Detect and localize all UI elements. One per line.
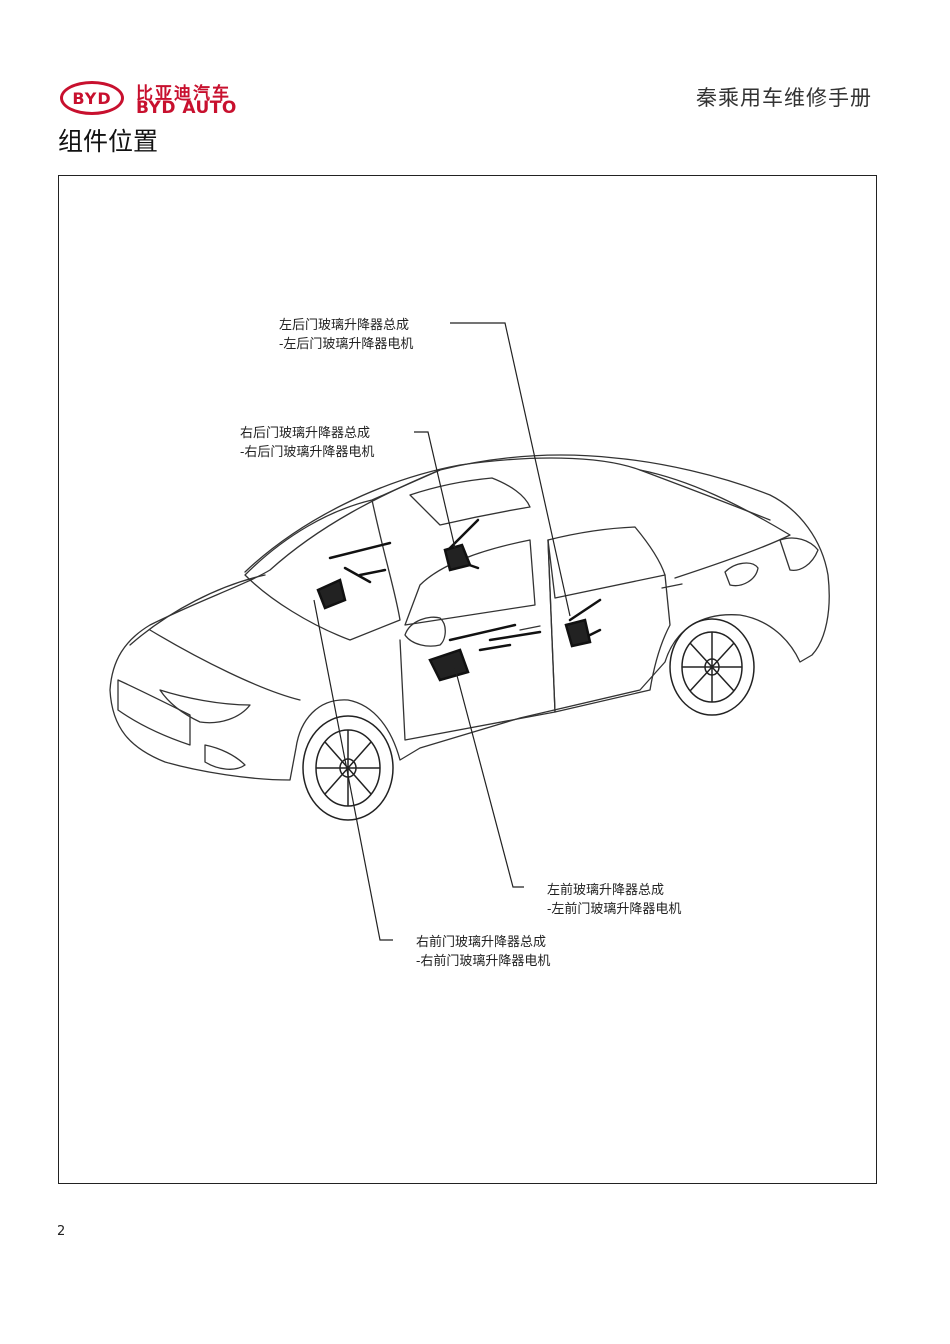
- car-rear-window: [547, 526, 666, 599]
- regulator-left-rear-icon: [564, 598, 602, 648]
- logo-brand-cn: 比亚迪汽车: [136, 84, 231, 104]
- callout-left-rear-sub: -左后门玻璃升降器电机: [279, 337, 414, 352]
- regulator-left-front-icon: [428, 623, 542, 682]
- car-fog-light: [204, 744, 246, 770]
- car-taillight: [779, 537, 819, 571]
- callout-left-front-name: 左前玻璃升降器总成: [547, 883, 665, 898]
- callout-left-front-sub: -左前门玻璃升降器电机: [547, 902, 682, 917]
- car-hood-line: [129, 574, 301, 701]
- car-rear-wheel: [669, 618, 755, 716]
- logo-oval-icon: BYD: [60, 81, 124, 115]
- car-fuel-door: [724, 562, 759, 587]
- car-roof-line: [244, 457, 771, 573]
- callout-right-rear-name: 右后门玻璃升降器总成: [240, 426, 371, 441]
- car-headlight: [159, 689, 251, 724]
- callout-right-rear: 右后门玻璃升降器总成 -右后门玻璃升降器电机: [240, 424, 374, 462]
- section-title: 组件位置: [58, 127, 159, 156]
- logo-mark: BYD: [72, 88, 112, 108]
- regulator-right-rear-icon: [443, 518, 480, 572]
- manual-title: 秦乘用车维修手册: [696, 86, 872, 110]
- car-front-window: [404, 539, 536, 626]
- logo-brand-en: BYD AUTO: [136, 98, 237, 118]
- regulator-right-front-icon: [316, 541, 392, 610]
- callout-right-front-name: 右前门玻璃升降器总成: [416, 935, 547, 950]
- leader-right-front: [313, 599, 393, 941]
- callout-left-rear-name: 左后门玻璃升降器总成: [279, 318, 410, 333]
- car-rear-handle: [661, 583, 683, 589]
- page-number: 2: [57, 1224, 66, 1239]
- callout-right-front: 右前门玻璃升降器总成 -右前门玻璃升降器电机: [416, 933, 550, 971]
- car-rear-quarter: [639, 469, 791, 579]
- callout-right-rear-sub: -右后门玻璃升降器电机: [240, 445, 375, 460]
- callout-right-front-sub: -右前门玻璃升降器电机: [416, 954, 551, 969]
- car-rear-door: [547, 539, 671, 713]
- car-front-grille: [117, 679, 191, 746]
- car-front-wheel: [302, 715, 394, 821]
- leader-left-rear: [450, 322, 571, 617]
- callout-left-rear: 左后门玻璃升降器总成 -左后门玻璃升降器电机: [279, 316, 413, 354]
- car-side-mirror: [404, 616, 446, 647]
- leader-left-front: [454, 667, 524, 888]
- car-body-outline: [109, 454, 830, 781]
- figure-frame: [58, 175, 877, 1184]
- car-windshield: [244, 469, 441, 641]
- callout-left-front: 左前玻璃升降器总成 -左前门玻璃升降器电机: [547, 881, 681, 919]
- leader-right-rear: [414, 431, 456, 549]
- car-front-handle: [519, 625, 541, 631]
- car-sunroof: [409, 477, 531, 526]
- brand-logo: BYD 比亚迪汽车 BYD AUTO: [60, 79, 250, 119]
